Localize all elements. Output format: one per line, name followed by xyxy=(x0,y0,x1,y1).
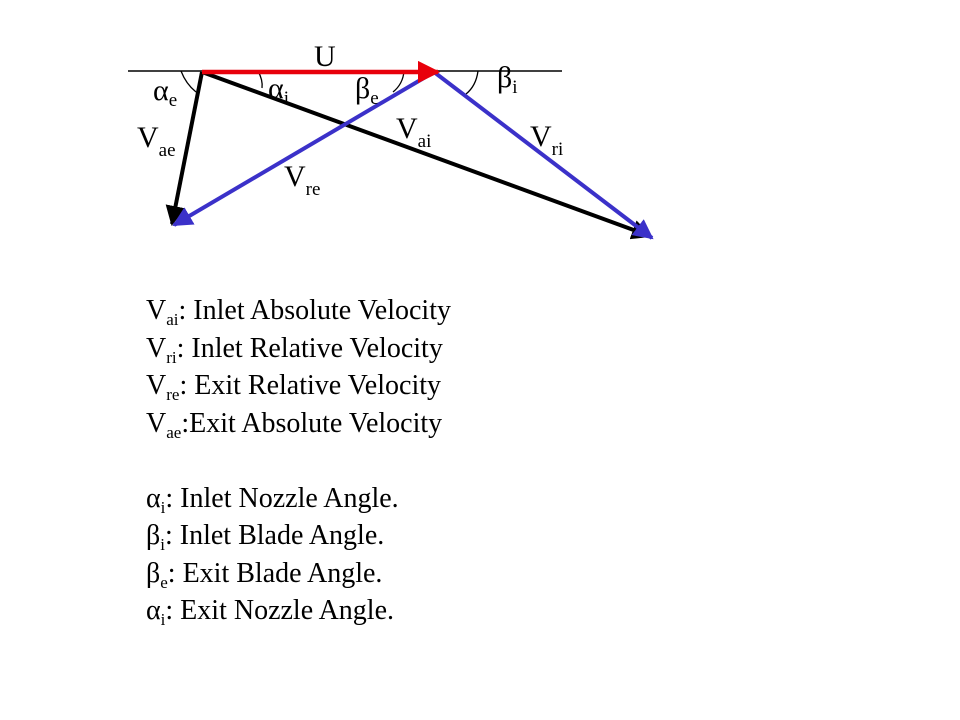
v-re-vector xyxy=(172,70,436,227)
alpha-e-angle-arc xyxy=(180,70,197,93)
v-ae-vector xyxy=(165,71,204,226)
label-alpha-e: αe xyxy=(153,74,177,111)
legend-spacer xyxy=(146,442,451,480)
label-v-ai: Vai xyxy=(396,112,431,152)
label-alpha-i: αi xyxy=(268,72,289,109)
legend-item-beta-i: βi: Inlet Blade Angle. xyxy=(146,520,385,554)
beta-i-angle-arc xyxy=(465,70,479,95)
legend-item-alpha-i-exit: αi: Exit Nozzle Angle. xyxy=(146,595,395,629)
label-beta-e: βe xyxy=(355,72,379,109)
label-v-ae: Vae xyxy=(137,121,176,161)
legend-item-beta-e: βe: Exit Blade Angle. xyxy=(146,557,383,592)
label-beta-i: βi xyxy=(497,61,518,98)
v-ai-vector xyxy=(201,70,652,240)
label-v-re: Vre xyxy=(284,160,320,200)
legend-item-v-ai: Vai: Inlet Absolute Velocity xyxy=(146,295,451,329)
legend-item-alpha-i-inlet: αi: Inlet Nozzle Angle. xyxy=(146,482,399,517)
label-v-ri: Vri xyxy=(530,120,563,160)
legend-item-v-ae: Vae:Exit Absolute Velocity xyxy=(146,407,443,442)
legend-item-v-re: Vre: Exit Relative Velocity xyxy=(146,370,441,404)
legend-item-v-ri: Vri: Inlet Relative Velocity xyxy=(146,332,443,367)
legend: Vai: Inlet Absolute Velocity Vri: Inlet … xyxy=(146,292,451,630)
label-u: U xyxy=(314,40,336,73)
v-ri-vector xyxy=(432,70,654,240)
